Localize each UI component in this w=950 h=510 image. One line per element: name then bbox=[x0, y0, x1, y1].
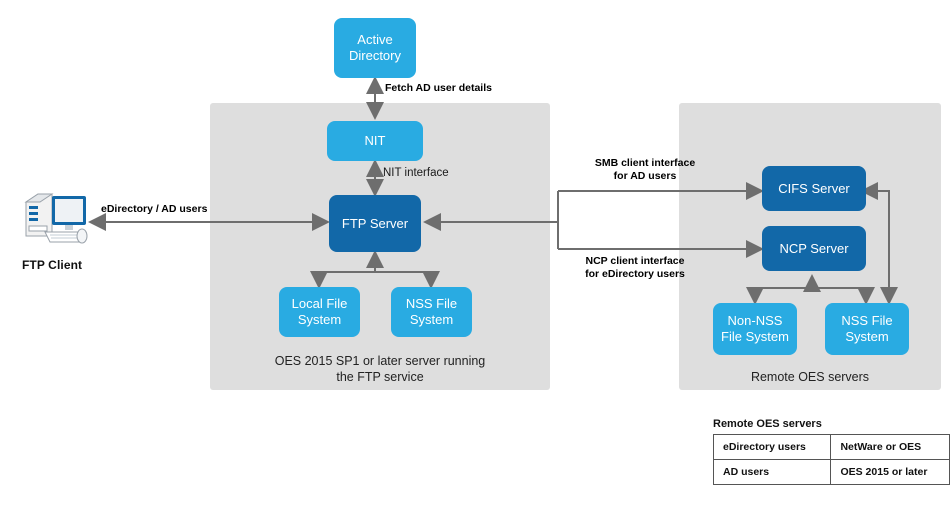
node-nit[interactable]: NIT bbox=[327, 121, 423, 161]
node-cifs-server-label: CIFS Server bbox=[778, 180, 850, 196]
left-panel-caption-line2: the FTP service bbox=[336, 370, 424, 384]
node-non-nss-file-system-line1: Non-NSS bbox=[727, 313, 783, 328]
edge-label-smb-line2: for AD users bbox=[613, 170, 677, 182]
left-panel-caption-line1: OES 2015 SP1 or later server running bbox=[274, 354, 486, 368]
node-active-directory-line2: Directory bbox=[348, 48, 401, 63]
node-nss-file-system-label: NSS File System bbox=[393, 296, 470, 328]
node-ftp-server[interactable]: FTP Server bbox=[329, 195, 421, 252]
right-panel-caption: Remote OES servers bbox=[750, 370, 870, 384]
ftp-client-computer bbox=[18, 188, 90, 250]
edge-label-smb-line1: SMB client interface bbox=[594, 157, 696, 169]
edge-label-smb-client-interface: SMB client interface for AD users bbox=[560, 157, 730, 183]
node-local-file-system-line1: Local File bbox=[291, 296, 348, 311]
node-ftp-server-label: FTP Server bbox=[341, 215, 409, 231]
legend-cell-user-type: eDirectory users bbox=[712, 434, 832, 460]
node-active-directory-line1: Active bbox=[357, 32, 393, 47]
node-active-directory-label: Active Directory bbox=[336, 32, 414, 64]
legend-table: eDirectory users NetWare or OES AD users… bbox=[712, 434, 950, 485]
legend-cell-server-type: NetWare or OES bbox=[830, 434, 950, 460]
edge-label-ncp-line2: for eDirectory users bbox=[585, 268, 685, 280]
node-non-nss-file-system-label: Non-NSS File System bbox=[715, 313, 795, 345]
node-remote-nss-file-system[interactable]: NSS File System bbox=[825, 303, 909, 355]
node-ncp-server[interactable]: NCP Server bbox=[762, 226, 866, 271]
legend-row: eDirectory users NetWare or OES bbox=[712, 434, 950, 460]
node-remote-nss-file-system-line1: NSS File bbox=[841, 313, 893, 328]
node-local-file-system-label: Local File System bbox=[281, 296, 358, 328]
edge-label-edirectory-ad-users: eDirectory / AD users bbox=[101, 203, 208, 215]
legend-title: Remote OES servers bbox=[713, 418, 822, 430]
legend-row: AD users OES 2015 or later bbox=[712, 459, 950, 485]
edge-label-ncp-client-interface: NCP client interface for eDirectory user… bbox=[545, 255, 725, 281]
legend-cell-server-type: OES 2015 or later bbox=[830, 459, 950, 485]
node-active-directory[interactable]: Active Directory bbox=[334, 18, 416, 78]
edge-label-nit-interface: NIT interface bbox=[383, 167, 449, 179]
node-remote-nss-file-system-line2: System bbox=[845, 329, 889, 344]
node-local-file-system-line2: System bbox=[297, 312, 342, 327]
node-nss-file-system-line2: System bbox=[409, 312, 454, 327]
node-nss-file-system-line1: NSS File bbox=[405, 296, 458, 311]
legend-cell-user-type: AD users bbox=[712, 459, 832, 485]
node-non-nss-file-system[interactable]: Non-NSS File System bbox=[713, 303, 797, 355]
node-ncp-server-label: NCP Server bbox=[779, 240, 849, 256]
node-remote-nss-file-system-label: NSS File System bbox=[827, 313, 907, 345]
node-local-file-system[interactable]: Local File System bbox=[279, 287, 360, 337]
node-nit-label: NIT bbox=[364, 133, 386, 148]
edge-label-fetch-ad-user-details: Fetch AD user details bbox=[385, 82, 492, 94]
node-cifs-server[interactable]: CIFS Server bbox=[762, 166, 866, 211]
node-nss-file-system[interactable]: NSS File System bbox=[391, 287, 472, 337]
edge-label-ncp-line1: NCP client interface bbox=[585, 255, 685, 267]
left-panel-caption: OES 2015 SP1 or later server running the… bbox=[220, 353, 540, 385]
node-non-nss-file-system-line2: File System bbox=[721, 329, 789, 344]
ftp-client-label: FTP Client bbox=[22, 258, 83, 272]
